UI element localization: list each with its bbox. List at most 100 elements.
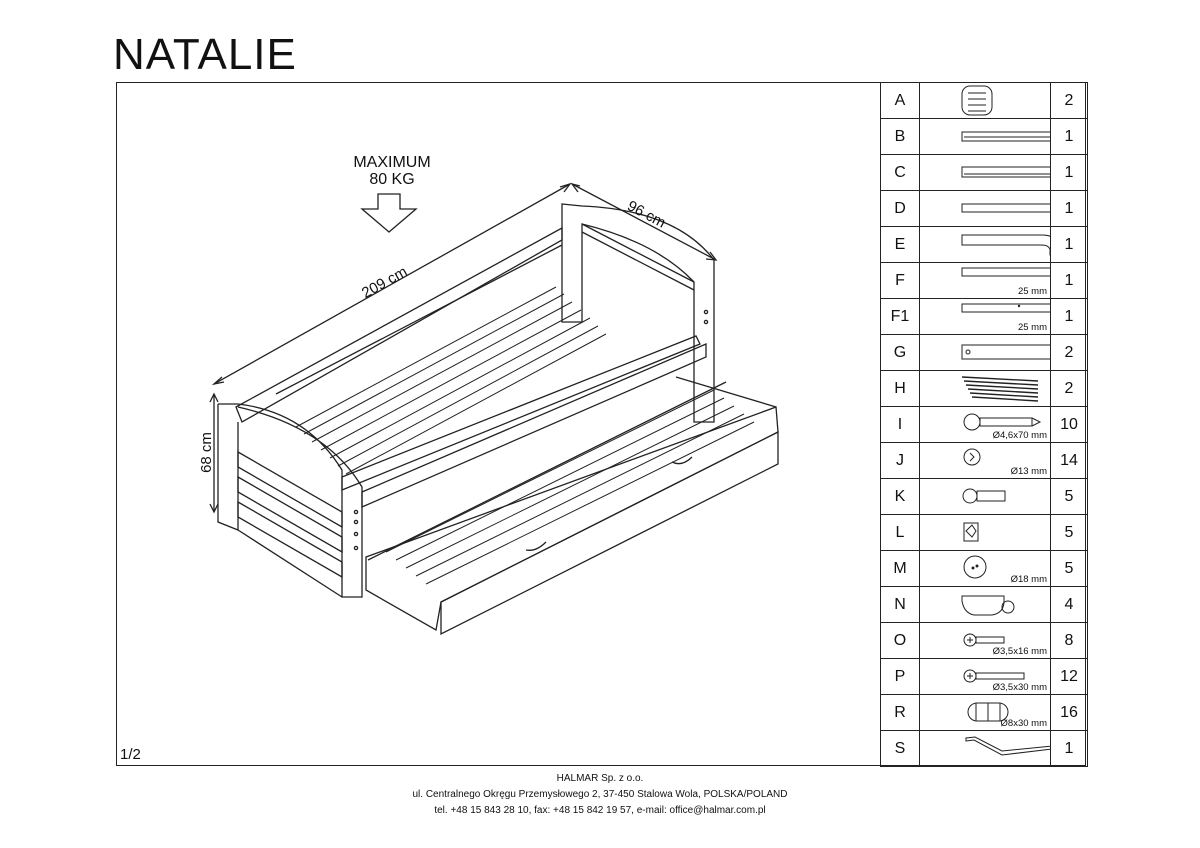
castor-wheel-icon: [961, 595, 1015, 616]
part-illustration: [919, 478, 1051, 515]
part-illustration: 25 mm: [919, 262, 1051, 299]
part-dimension: Ø3,5x30 mm: [992, 682, 1047, 693]
part-quantity: 14: [1050, 442, 1088, 479]
max-load-line1: MAXIMUM: [353, 154, 431, 171]
short-screw-icon: [963, 633, 1005, 647]
part-quantity: 5: [1050, 550, 1088, 587]
part-quantity: 2: [1050, 334, 1088, 371]
footer: HALMAR Sp. z o.o. ul. Centralnego Okręgu…: [0, 771, 1200, 819]
part-letter: D: [880, 190, 920, 227]
connector-bar-icon: [961, 344, 1050, 360]
bed-illustration: MAXIMUM 80 KG 209 cm 96 cm 68 cm: [116, 82, 880, 766]
footer-company: HALMAR Sp. z o.o.: [556, 773, 644, 784]
part-letter: F: [880, 262, 920, 299]
notched-rail-icon: [961, 131, 1050, 142]
wooden-dowel-icon: [967, 702, 1009, 722]
part-dimension: 25 mm: [1017, 322, 1047, 333]
corner-bracket-icon: [963, 522, 979, 542]
part-illustration: [919, 514, 1051, 551]
part-illustration: Ø8x30 mm: [919, 694, 1051, 731]
footer-contact: tel. +48 15 843 28 10, fax: +48 15 842 1…: [434, 805, 766, 816]
part-dimension: Ø8x30 mm: [1000, 718, 1047, 729]
part-quantity: 4: [1050, 586, 1088, 623]
part-quantity: 10: [1050, 406, 1088, 443]
part-letter: R: [880, 694, 920, 731]
cam-bolt-icon: [962, 488, 1006, 504]
part-quantity: 1: [1050, 262, 1088, 299]
confirmat-screw-icon: [963, 413, 1042, 431]
part-illustration: Ø3,5x16 mm: [919, 622, 1051, 659]
part-letter: B: [880, 118, 920, 155]
part-quantity: 1: [1050, 730, 1088, 767]
max-load-line2: 80 KG: [369, 171, 415, 188]
part-letter: O: [880, 622, 920, 659]
slat-strip-icon: [961, 267, 1050, 277]
part-illustration: [919, 226, 1051, 263]
max-load-label: MAXIMUM 80 KG: [352, 154, 432, 188]
part-illustration: [919, 586, 1051, 623]
bed-drawing-icon: [209, 182, 779, 636]
part-letter: N: [880, 586, 920, 623]
part-dimension: Ø4,6x70 mm: [992, 430, 1047, 441]
document-title: NATALIE: [113, 30, 297, 79]
part-letter: P: [880, 658, 920, 695]
part-quantity: 2: [1050, 82, 1088, 119]
part-quantity: 5: [1050, 478, 1088, 515]
cap-icon: [963, 555, 987, 579]
part-letter: J: [880, 442, 920, 479]
part-letter: K: [880, 478, 920, 515]
part-letter: G: [880, 334, 920, 371]
part-quantity: 16: [1050, 694, 1088, 731]
part-quantity: 2: [1050, 370, 1088, 407]
part-quantity: 1: [1050, 226, 1088, 263]
dimension-height: 68 cm: [197, 432, 215, 473]
part-illustration: Ø4,6x70 mm: [919, 406, 1051, 443]
part-quantity: 8: [1050, 622, 1088, 659]
part-letter: A: [880, 82, 920, 119]
part-illustration: 25 mm: [919, 298, 1051, 335]
part-letter: S: [880, 730, 920, 767]
curved-rail-icon: [961, 234, 1050, 256]
part-illustration: [919, 118, 1051, 155]
part-letter: C: [880, 154, 920, 191]
page-number: 1/2: [120, 746, 141, 763]
part-dimension: Ø18 mm: [1010, 574, 1047, 585]
part-illustration: Ø3,5x30 mm: [919, 658, 1051, 695]
part-illustration: [919, 190, 1051, 227]
part-quantity: 5: [1050, 514, 1088, 551]
part-illustration: Ø13 mm: [919, 442, 1051, 479]
part-dimension: Ø13 mm: [1010, 466, 1047, 477]
part-illustration: [919, 334, 1051, 371]
part-quantity: 1: [1050, 298, 1088, 335]
part-illustration: [919, 154, 1051, 191]
part-quantity: 1: [1050, 118, 1088, 155]
part-quantity: 1: [1050, 190, 1088, 227]
part-illustration: [919, 730, 1051, 767]
allen-key-icon: [965, 736, 1050, 756]
part-illustration: [919, 82, 1051, 119]
part-letter: F1: [880, 298, 920, 335]
footer-address: ul. Centralnego Okręgu Przemysłowego 2, …: [412, 789, 788, 800]
part-quantity: 1: [1050, 154, 1088, 191]
part-dimension: Ø3,5x16 mm: [992, 646, 1047, 657]
part-dimension: 25 mm: [1017, 286, 1047, 297]
